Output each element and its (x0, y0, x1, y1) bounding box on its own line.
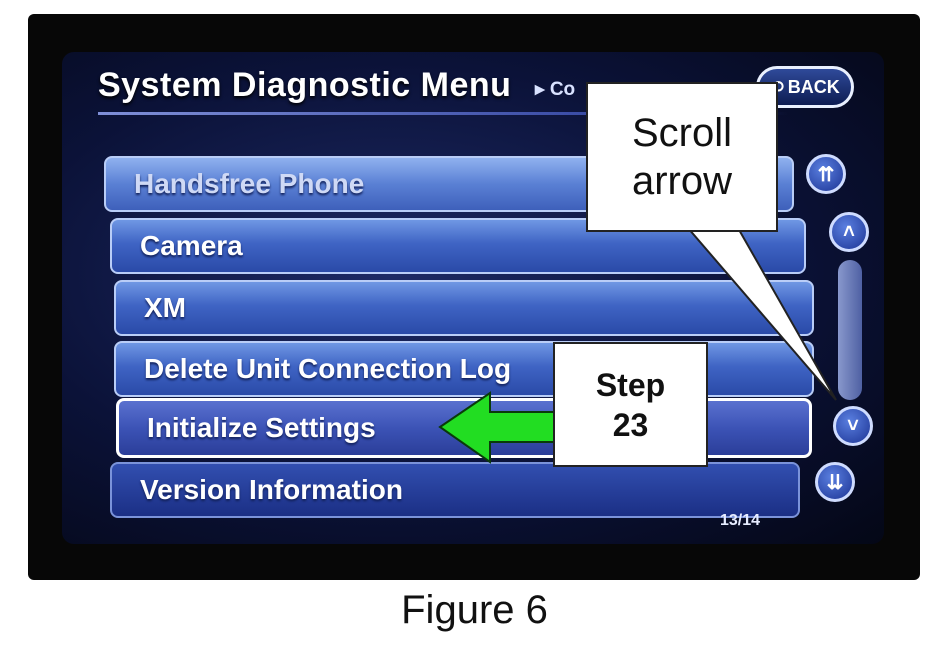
scrollbar-track[interactable] (838, 260, 862, 400)
menu-item-label: Handsfree Phone (134, 168, 365, 199)
page-title: System Diagnostic Menu (98, 66, 512, 104)
chevron-down-icon[interactable]: ˅ (833, 406, 873, 446)
scroll-arrow-callout: Scroll arrow (586, 82, 778, 232)
title-divider (98, 112, 788, 115)
double-chevron-up-icon[interactable]: ⇈ (806, 154, 846, 194)
menu-item-label: Delete Unit Connection Log (144, 353, 512, 384)
menu-item-label: Camera (140, 230, 243, 261)
menu-item-version-information[interactable]: Version Information (110, 462, 800, 518)
green-arrow-icon (438, 391, 557, 464)
figure-caption: Figure 6 (401, 588, 548, 632)
callout-pointer (685, 227, 837, 401)
menu-item-label: Initialize Settings (147, 412, 376, 443)
callout-text: Step (595, 366, 666, 403)
page-counter: 13/14 (720, 512, 761, 529)
callout-text: arrow (631, 159, 733, 203)
back-button-label: BACK (787, 76, 840, 97)
step-callout: Step 23 (553, 342, 708, 467)
menu-item-label: XM (144, 292, 186, 323)
double-chevron-down-icon[interactable]: ⇊ (815, 462, 855, 502)
chevron-up-icon[interactable]: ˄ (829, 212, 869, 252)
callout-text: 23 (612, 406, 649, 443)
menu-item-xm[interactable]: XM (114, 280, 814, 336)
breadcrumb: ▸ Co (535, 79, 576, 100)
menu-item-label: Version Information (140, 474, 403, 505)
callout-text: Scroll (631, 111, 733, 155)
